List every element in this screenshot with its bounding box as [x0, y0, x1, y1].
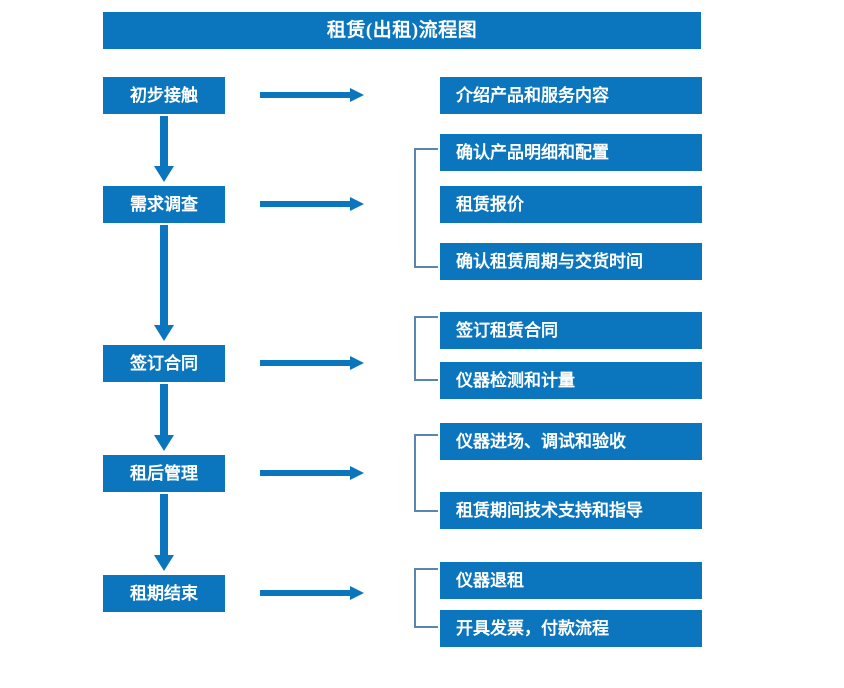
arrow-right-icon-5 — [260, 586, 364, 600]
arrow-down-icon-2 — [152, 225, 176, 343]
detail-box-8[interactable]: 租赁期间技术支持和指导 — [440, 492, 702, 529]
detail-box-4[interactable]: 确认租赁周期与交货时间 — [440, 243, 702, 280]
stage-label-5: 租期结束 — [130, 584, 198, 603]
detail-label-3: 租赁报价 — [456, 195, 524, 214]
stage-label-3: 签订合同 — [130, 354, 198, 373]
detail-box-5[interactable]: 签订租赁合同 — [440, 312, 702, 349]
detail-box-10[interactable]: 开具发票，付款流程 — [440, 610, 702, 647]
stage-label-2: 需求调查 — [130, 195, 198, 214]
group-bracket-2 — [414, 148, 438, 268]
arrow-down-icon-1 — [152, 116, 176, 184]
detail-label-4: 确认租赁周期与交货时间 — [456, 252, 643, 271]
arrow-right-icon-4 — [260, 466, 364, 480]
stage-label-1: 初步接触 — [130, 86, 198, 105]
arrow-down-icon-4 — [152, 494, 176, 573]
detail-label-7: 仪器进场、调试和验收 — [456, 432, 626, 451]
detail-label-2: 确认产品明细和配置 — [456, 143, 609, 162]
detail-box-1[interactable]: 介绍产品和服务内容 — [440, 77, 702, 114]
stage-box-1[interactable]: 初步接触 — [103, 77, 225, 114]
detail-label-9: 仪器退租 — [456, 571, 524, 590]
detail-box-2[interactable]: 确认产品明细和配置 — [440, 134, 702, 171]
arrow-down-icon-3 — [152, 384, 176, 453]
detail-label-6: 仪器检测和计量 — [456, 371, 575, 390]
group-bracket-4 — [414, 434, 438, 512]
detail-box-3[interactable]: 租赁报价 — [440, 186, 702, 223]
group-bracket-3 — [414, 316, 438, 381]
detail-label-10: 开具发票，付款流程 — [456, 619, 609, 638]
diagram-title: 租赁(出租)流程图 — [326, 20, 478, 41]
arrow-right-icon-3 — [260, 356, 364, 370]
stage-box-4[interactable]: 租后管理 — [103, 455, 225, 492]
arrow-right-icon-2 — [260, 197, 364, 211]
diagram-title-banner: 租赁(出租)流程图 — [103, 12, 701, 49]
stage-label-4: 租后管理 — [130, 464, 198, 483]
arrow-right-icon-1 — [260, 88, 364, 102]
stage-box-3[interactable]: 签订合同 — [103, 345, 225, 382]
stage-box-5[interactable]: 租期结束 — [103, 575, 225, 612]
stage-box-2[interactable]: 需求调查 — [103, 186, 225, 223]
detail-box-9[interactable]: 仪器退租 — [440, 562, 702, 599]
group-bracket-5 — [414, 568, 438, 628]
detail-box-6[interactable]: 仪器检测和计量 — [440, 362, 702, 399]
detail-label-8: 租赁期间技术支持和指导 — [456, 501, 643, 520]
detail-box-7[interactable]: 仪器进场、调试和验收 — [440, 423, 702, 460]
detail-label-5: 签订租赁合同 — [456, 321, 558, 340]
detail-label-1: 介绍产品和服务内容 — [456, 86, 609, 105]
